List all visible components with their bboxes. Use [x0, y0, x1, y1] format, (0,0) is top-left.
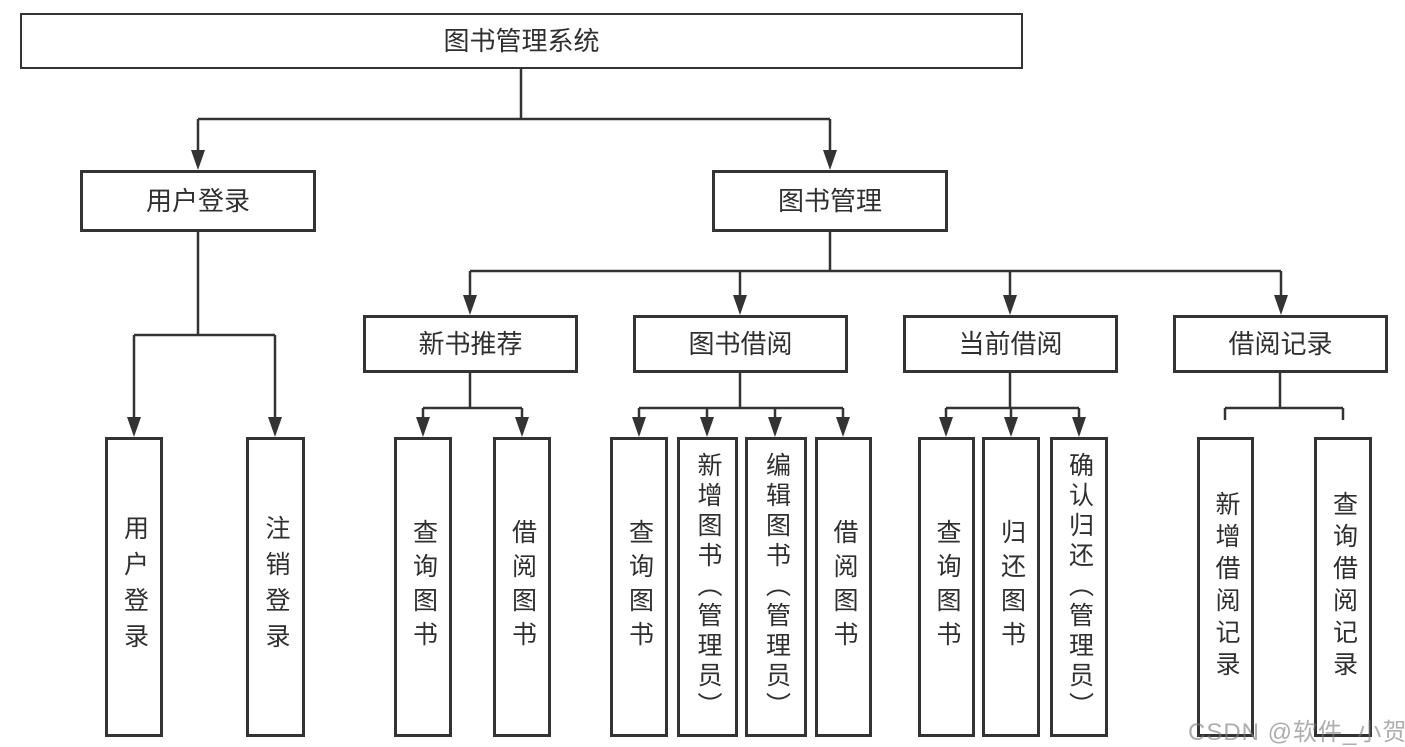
leaf-current-query-books: 查询图书 [918, 437, 975, 737]
node-user-login: 用户登录 [80, 170, 316, 232]
leaf-borrow-add-books-admin: 新增图书（管理员） [677, 437, 738, 737]
connector-book-borrow-children [637, 373, 845, 420]
connector-borrow-records-children [1223, 373, 1345, 420]
node-library-management-system: 图书管理系统 [20, 13, 1023, 69]
leaf-borrow-borrow-books: 借阅图书 [815, 437, 872, 737]
node-book-borrow: 图书借阅 [633, 315, 848, 373]
connector-user-login-children [132, 232, 277, 420]
leaf-borrow-edit-books-admin: 编辑图书（管理员） [745, 437, 807, 737]
connector-new-book-rec-children [421, 373, 524, 420]
leaf-records-query-borrow-record: 查询借阅记录 [1314, 437, 1372, 737]
leaf-recommend-query-books: 查询图书 [394, 437, 452, 737]
node-new-book-recommend: 新书推荐 [363, 315, 578, 373]
leaf-current-return-books: 归还图书 [982, 437, 1040, 737]
leaf-recommend-borrow-books: 借阅图书 [493, 437, 551, 737]
node-borrow-records: 借阅记录 [1173, 315, 1388, 373]
leaf-logout-login: 注销登录 [246, 437, 305, 737]
connector-root-to-level2 [196, 69, 832, 153]
arrowheads [127, 150, 1288, 437]
node-current-borrow: 当前借阅 [903, 315, 1118, 373]
leaf-borrow-query-books: 查询图书 [610, 437, 668, 737]
connector-current-borrow-children [944, 373, 1081, 420]
leaf-user-login: 用户登录 [105, 437, 163, 737]
connector-book-mgmt-children [468, 232, 1283, 298]
leaf-current-confirm-return-admin: 确认归还（管理员） [1050, 437, 1108, 737]
leaf-records-add-borrow-record: 新增借阅记录 [1197, 437, 1254, 737]
node-book-management: 图书管理 [712, 170, 948, 232]
